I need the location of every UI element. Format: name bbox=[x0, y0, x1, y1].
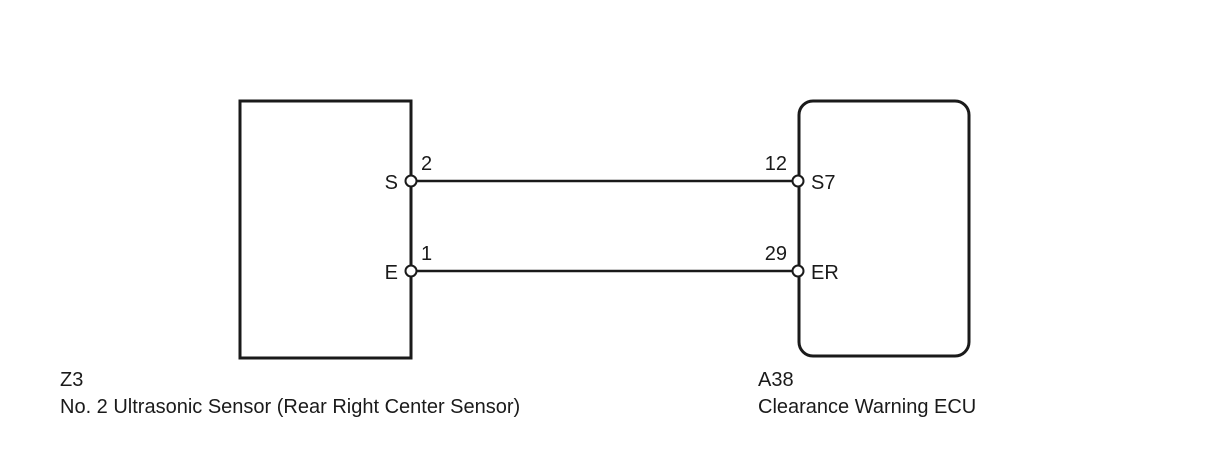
pin-number-12: 12 bbox=[765, 153, 787, 175]
ecu-code: A38 bbox=[758, 369, 794, 391]
sensor-box bbox=[238, 99, 413, 360]
terminal-e-pin bbox=[404, 264, 418, 278]
sensor-name: No. 2 Ultrasonic Sensor (Rear Right Cent… bbox=[60, 396, 520, 418]
terminal-s-pin bbox=[404, 174, 418, 188]
pin-number-1: 1 bbox=[421, 243, 432, 265]
terminal-e-label: E bbox=[385, 262, 398, 284]
terminal-s7-pin bbox=[791, 174, 805, 188]
ecu-name: Clearance Warning ECU bbox=[758, 396, 976, 418]
terminal-er-pin bbox=[791, 264, 805, 278]
pin-number-2: 2 bbox=[421, 153, 432, 175]
sensor-code: Z3 bbox=[60, 369, 83, 391]
terminal-s-label: S bbox=[385, 172, 398, 194]
terminal-er-label: ER bbox=[811, 262, 839, 284]
pin-number-29: 29 bbox=[765, 243, 787, 265]
terminal-s7-label: S7 bbox=[811, 172, 835, 194]
ecu-box bbox=[797, 99, 971, 358]
